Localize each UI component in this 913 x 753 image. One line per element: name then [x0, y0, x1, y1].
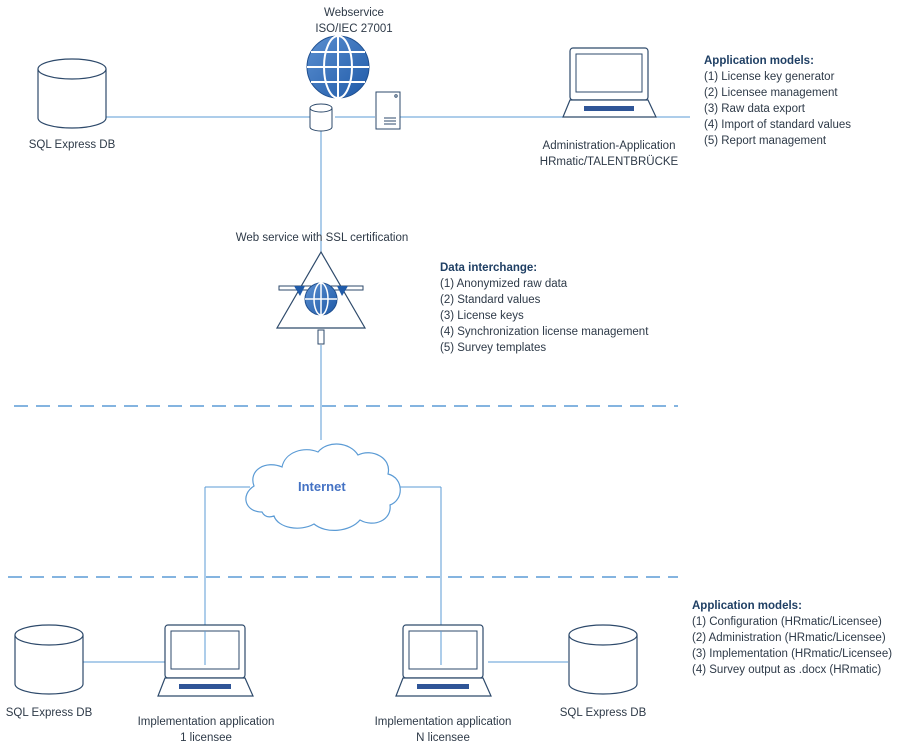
list-item: (3) Raw data export: [704, 103, 805, 115]
app-models-top-heading: Application models:: [704, 55, 814, 67]
laptop-icon-licensee-n: [395, 624, 492, 697]
list-item: (5) Survey templates: [440, 342, 547, 354]
laptop-uplinks: [204, 631, 442, 665]
ssl-label: Web service with SSL certification: [235, 232, 409, 244]
list-item: (3) License keys: [440, 310, 524, 322]
list-item: (3) Implementation (HRmatic/Licensee): [692, 648, 893, 660]
list-item: (4) Synchronization license management: [440, 326, 649, 338]
connection-lines: [82, 116, 690, 665]
zone-separators: [8, 405, 678, 578]
data-interchange: Data interchange: (1) Anonymized raw dat…: [440, 260, 648, 356]
database-icon-bottom-right: [568, 624, 638, 695]
list-item: (2) Licensee management: [704, 87, 838, 99]
app-models-top: Application models: (1) License key gene…: [704, 53, 851, 149]
list-item: (4) Import of standard values: [704, 119, 852, 131]
ssl-gateway-icon: [275, 250, 367, 345]
database-icon-bottom-left: [14, 624, 84, 695]
app-models-bottom: Application models: (1) Configuration (H…: [692, 598, 892, 678]
app-models-bottom-heading: Application models:: [692, 600, 802, 612]
impl-app-n-label: Implementation application N licensee: [374, 716, 512, 744]
list-item: (2) Standard values: [440, 294, 541, 306]
db-bottom-left-label: SQL Express DB: [5, 707, 93, 719]
internet-cloud-icon: [245, 443, 401, 531]
db-bottom-right-label: SQL Express DB: [559, 707, 647, 719]
list-item: (1) Anonymized raw data: [440, 278, 568, 290]
impl-app-1-label: Implementation application 1 licensee: [137, 716, 275, 744]
list-item: (1) License key generator: [704, 71, 835, 83]
admin-app-label: Administration-Application HRmatic/TALEN…: [539, 140, 679, 168]
internet-label: Internet: [298, 479, 346, 494]
database-icon-top-left: [37, 58, 107, 129]
list-item: (5) Report management: [704, 135, 827, 147]
data-interchange-heading: Data interchange:: [440, 262, 538, 274]
list-item: (1) Configuration (HRmatic/Licensee): [692, 616, 882, 628]
list-item: (4) Survey output as .docx (HRmatic): [692, 664, 882, 676]
webservice-label: Webservice ISO/IEC 27001: [315, 7, 393, 35]
db-top-left-label: SQL Express DB: [28, 139, 116, 151]
server-icon: [375, 91, 401, 130]
globe-icon: [306, 35, 370, 99]
list-item: (2) Administration (HRmatic/Licensee): [692, 632, 886, 644]
laptop-icon-admin: [562, 47, 657, 118]
webservice-db-icon: [309, 103, 333, 132]
